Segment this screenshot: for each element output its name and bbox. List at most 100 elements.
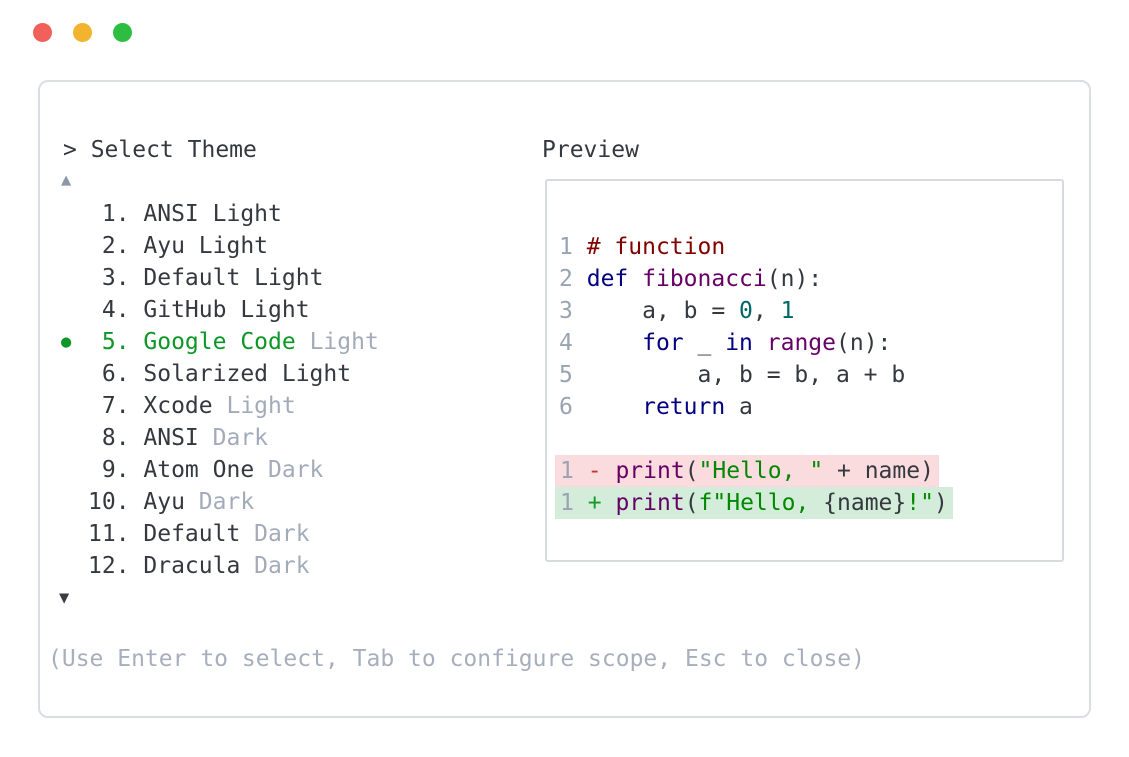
theme-list-item[interactable]: 12. Dracula Dark: [88, 550, 379, 582]
token-pln: + name): [823, 458, 934, 484]
token-ln: 3: [559, 298, 573, 324]
theme-list-item[interactable]: 7. Xcode Light: [88, 390, 379, 422]
code-line-content: 1 + print(f"Hello, {name}!"): [555, 487, 953, 519]
theme-list-item[interactable]: 2. Ayu Light: [88, 230, 379, 262]
token-kwd: in: [725, 330, 753, 356]
theme-name: ANSI: [143, 425, 199, 451]
theme-list-item[interactable]: 11. Default Dark: [88, 518, 379, 550]
theme-number: 10.: [88, 489, 144, 515]
theme-number: 7.: [88, 393, 144, 419]
token-com: # function: [586, 234, 726, 260]
theme-name: Default: [143, 265, 241, 291]
token-pln: [573, 266, 587, 292]
theme-list-item[interactable]: 3. Default Light: [88, 262, 379, 294]
token-str: f"Hello,: [698, 490, 824, 516]
theme-name: Ayu: [143, 489, 185, 515]
token-pln: (n):: [836, 330, 892, 356]
token-pln: [574, 490, 588, 516]
theme-list-item[interactable]: 8. ANSI Dark: [88, 422, 379, 454]
theme-name: Xcode: [143, 393, 213, 419]
token-pln: a, b = b, a + b: [572, 362, 906, 388]
diff-added-line: 1 + print(f"Hello, {name}!"): [555, 487, 1062, 519]
theme-list-item[interactable]: 6. Solarized Light: [88, 358, 379, 390]
theme-number: 11.: [88, 521, 144, 547]
token-pln: (: [684, 458, 699, 484]
token-pln: [602, 458, 616, 484]
theme-name: Solarized: [143, 361, 269, 387]
token-pln: [573, 234, 587, 260]
code-line-content: 6 return a: [559, 391, 753, 423]
theme-list-item[interactable]: ● 5. Google Code Light: [61, 326, 379, 358]
token-pln: [753, 330, 767, 356]
theme-list-item[interactable]: 10. Ayu Dark: [88, 486, 379, 518]
scroll-down-icon[interactable]: ▼: [59, 588, 70, 608]
code-line: 5 a, b = b, a + b: [559, 359, 1062, 391]
token-pln: [602, 490, 616, 516]
footer-hint: (Use Enter to select, Tab to configure s…: [48, 646, 865, 672]
theme-name: Ayu: [143, 233, 185, 259]
token-ln: 5: [559, 362, 573, 388]
theme-variant: Dark: [198, 425, 269, 451]
token-pln: [628, 266, 642, 292]
zoom-window-button[interactable]: [113, 23, 132, 42]
code-line-content: 3 a, b = 0, 1: [559, 295, 794, 327]
theme-list-item[interactable]: 1. ANSI Light: [88, 198, 379, 230]
theme-variant: Light: [226, 297, 310, 323]
token-fun: range: [766, 330, 837, 356]
token-fun: fibonacci: [642, 266, 767, 292]
token-kwd: def: [586, 266, 629, 292]
theme-number: 1.: [88, 201, 144, 227]
code-line: 4 for _ in range(n):: [559, 327, 1062, 359]
token-pln: a, b =: [572, 298, 740, 324]
theme-variant: Light: [184, 233, 269, 259]
token-ln: 2: [559, 266, 573, 292]
token-plus: +: [587, 490, 602, 516]
token-pln: ,: [752, 298, 781, 324]
close-window-button[interactable]: [33, 23, 52, 42]
code-line: 3 a, b = 0, 1: [559, 295, 1062, 327]
code-line-content: 5 a, b = b, a + b: [559, 359, 905, 391]
token-num: 0: [739, 298, 753, 324]
token-pln: _: [683, 330, 726, 356]
theme-number: 4.: [88, 297, 144, 323]
minimize-window-button[interactable]: [73, 23, 92, 42]
theme-name: Dracula: [143, 553, 241, 579]
theme-variant: Light: [198, 201, 282, 227]
token-minus: -: [587, 458, 602, 484]
theme-selector-panel: > Select Theme ▲ 1. ANSI Light 2. Ayu Li…: [38, 80, 1091, 718]
theme-variant: Dark: [184, 489, 255, 515]
token-fun: print: [615, 458, 685, 484]
theme-name: Default: [143, 521, 241, 547]
theme-list-item[interactable]: 4. GitHub Light: [88, 294, 379, 326]
theme-number: 2.: [88, 233, 144, 259]
theme-number: 9.: [88, 457, 144, 483]
code-line-content: 1 - print("Hello, " + name): [555, 455, 939, 487]
diff-removed-line: 1 - print("Hello, " + name): [555, 455, 1062, 487]
token-fun: print: [615, 490, 685, 516]
token-ln: 1: [560, 458, 574, 484]
token-pln: (: [684, 490, 699, 516]
prompt-line: > Select Theme: [63, 137, 257, 163]
theme-variant: Dark: [240, 521, 310, 547]
theme-name: Google Code: [143, 329, 296, 355]
token-pln: (n):: [766, 266, 823, 292]
theme-number: 8.: [88, 425, 144, 451]
theme-variant: Light: [212, 393, 296, 419]
token-ln: 1: [560, 490, 574, 516]
theme-variant: Light: [295, 329, 379, 355]
theme-name: ANSI: [143, 201, 199, 227]
theme-name: Atom One: [143, 457, 255, 483]
preview-label: Preview: [542, 137, 639, 163]
theme-variant: Light: [240, 265, 324, 291]
theme-name: GitHub: [143, 297, 227, 323]
token-str: "Hello, ": [698, 458, 824, 484]
code-line: [559, 423, 1062, 455]
theme-list-item[interactable]: 9. Atom One Dark: [88, 454, 379, 486]
token-pln: {name}: [823, 490, 907, 516]
token-kwd: for: [642, 330, 684, 356]
token-pln: ): [933, 490, 948, 516]
scroll-up-icon[interactable]: ▲: [61, 170, 72, 190]
